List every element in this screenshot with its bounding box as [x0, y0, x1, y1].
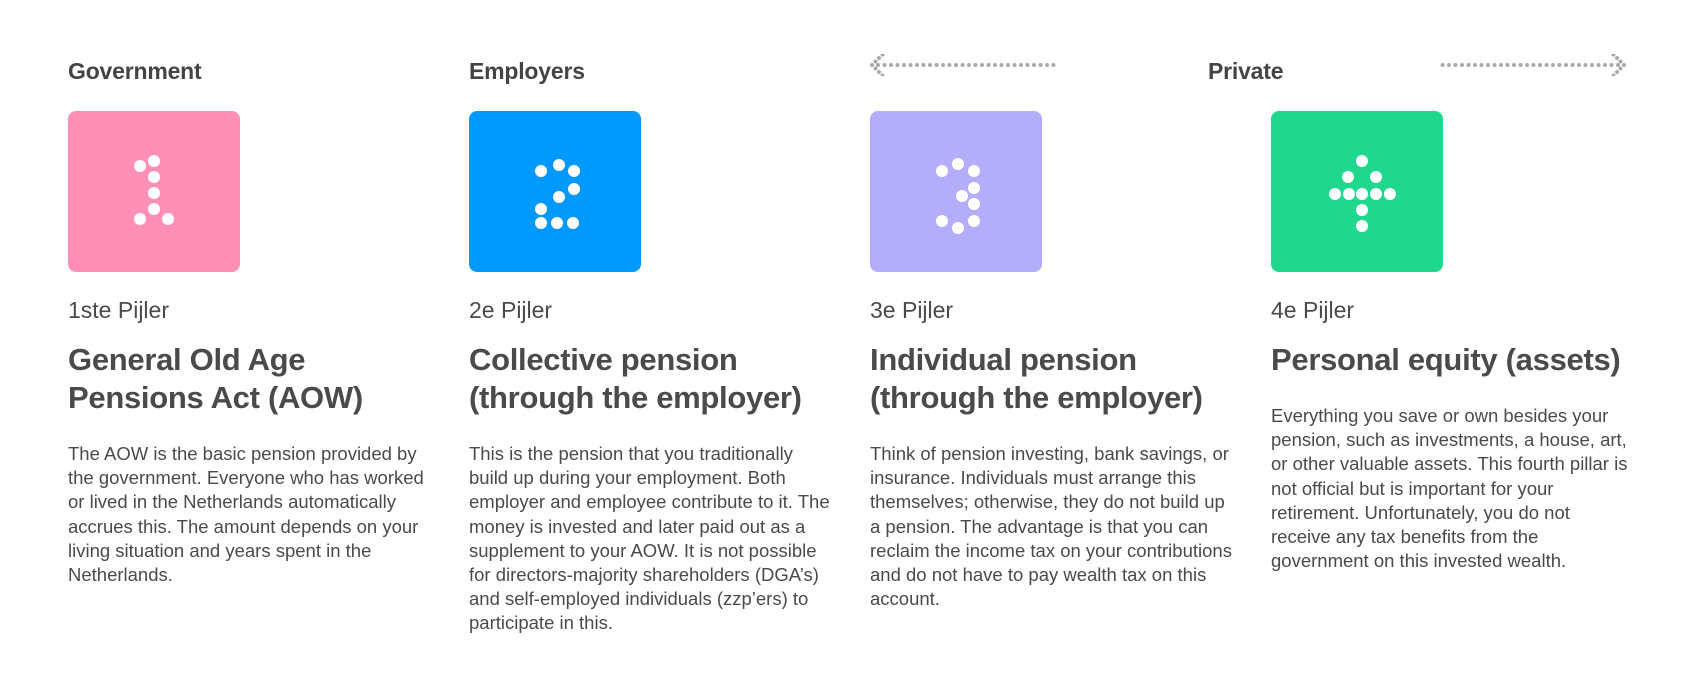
pillar-3: 3e Pijler Individual pension (through th… — [870, 111, 1232, 609]
dotted-digit-1-icon — [134, 155, 174, 225]
dotted-left-arrow-icon — [870, 54, 1056, 76]
pillar-1-label: 1ste Pijler — [68, 297, 169, 323]
pillar-3-description: Think of pension investing, bank savings… — [870, 443, 1232, 610]
pillar-1: 1ste Pijler General Old Age Pensions Act… — [68, 111, 428, 585]
dotted-digit-2-icon — [535, 159, 580, 229]
pillar-4-tile — [1271, 111, 1443, 272]
pillar-2: 2e Pijler Collective pension (through th… — [469, 111, 830, 633]
pillar-3-title: Individual pension (through the employer… — [870, 342, 1203, 415]
category-government: Government — [68, 58, 202, 84]
pillar-4-title: Personal equity (assets) — [1271, 342, 1621, 377]
dotted-digit-4-icon — [1329, 155, 1396, 232]
dotted-right-arrow-icon — [1440, 54, 1626, 76]
pillar-2-description: This is the pension that you traditional… — [469, 443, 830, 634]
pillar-1-title: General Old Age Pensions Act (AOW) — [68, 342, 363, 415]
pillar-4-label: 4e Pijler — [1271, 297, 1355, 323]
pillar-3-tile — [870, 111, 1042, 272]
category-employers: Employers — [469, 58, 585, 84]
pillar-2-title: Collective pension (through the employer… — [469, 342, 802, 415]
pillar-4-description: Everything you save or own besides your … — [1271, 405, 1628, 572]
dotted-digit-3-icon — [936, 158, 980, 234]
pillar-3-label: 3e Pijler — [870, 297, 954, 323]
pillar-1-tile — [68, 111, 240, 272]
pillar-1-description: The AOW is the basic pension provided by… — [68, 443, 424, 586]
pillar-2-tile — [469, 111, 641, 272]
pillar-2-label: 2e Pijler — [469, 297, 553, 323]
category-private: Private — [1208, 58, 1284, 84]
pillar-4: 4e Pijler Personal equity (assets) Every… — [1271, 111, 1631, 571]
